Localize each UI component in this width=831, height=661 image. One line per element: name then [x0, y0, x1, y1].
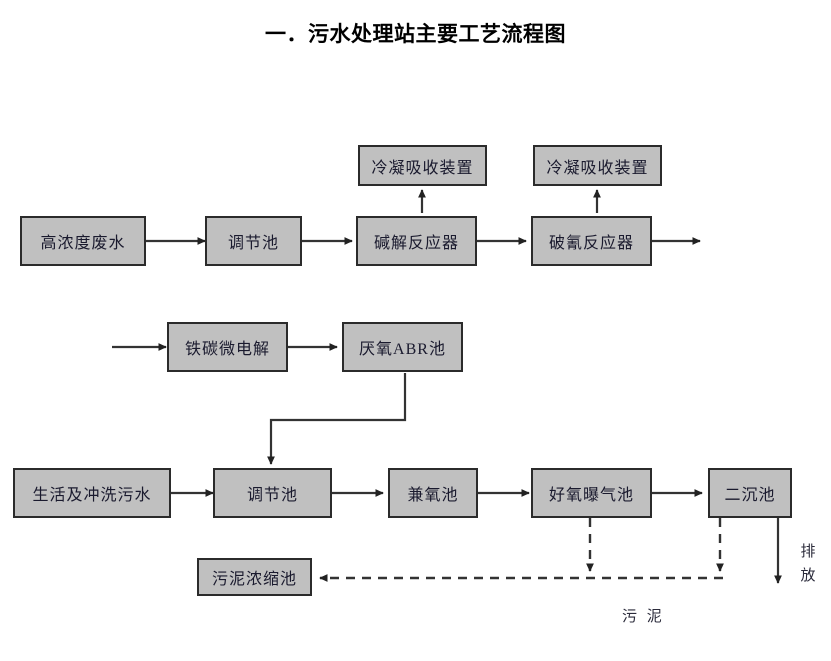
node-cyanide-breaking-reactor[interactable]: 破氰反应器 — [531, 216, 652, 266]
wire-abr-to-regulating2 — [267, 373, 407, 465]
node-sludge-thickening-tank[interactable]: 污泥浓缩池 — [197, 558, 312, 596]
node-regulating-tank-1[interactable]: 调节池 — [205, 216, 302, 266]
node-condensation-absorber-1[interactable]: 冷凝吸收装置 — [358, 145, 487, 186]
sludge-label: 污 泥 — [622, 609, 665, 625]
node-iron-carbon-microelectrolysis[interactable]: 铁碳微电解 — [167, 322, 288, 372]
node-alkaline-hydrolysis-reactor[interactable]: 碱解反应器 — [356, 216, 477, 266]
discharge-label: 排放 — [800, 544, 816, 584]
node-secondary-settling-tank[interactable]: 二沉池 — [708, 468, 792, 518]
node-anaerobic-abr-tank[interactable]: 厌氧ABR池 — [342, 322, 463, 372]
node-facultative-tank[interactable]: 兼氧池 — [388, 468, 478, 518]
page-title: 一．污水处理站主要工艺流程图 — [265, 23, 566, 46]
node-domestic-and-washing-sewage[interactable]: 生活及冲洗污水 — [13, 468, 171, 518]
node-aerobic-aeration-tank[interactable]: 好氧曝气池 — [531, 468, 652, 518]
node-regulating-tank-2[interactable]: 调节池 — [213, 468, 332, 518]
node-high-conc-wastewater[interactable]: 高浓度废水 — [20, 216, 146, 266]
node-condensation-absorber-2[interactable]: 冷凝吸收装置 — [533, 145, 662, 186]
